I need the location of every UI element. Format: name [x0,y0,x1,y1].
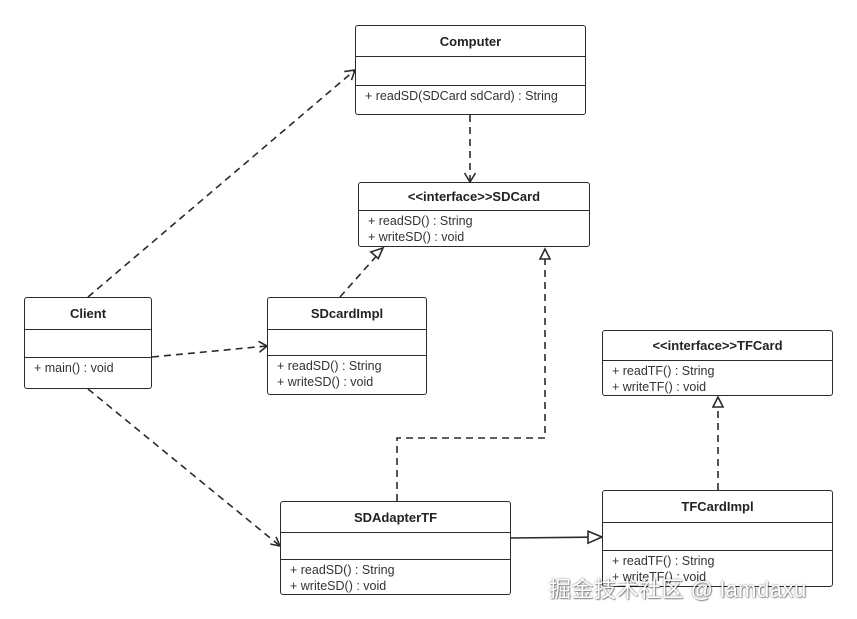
operation: + main() : void [34,361,114,375]
operation: + writeSD() : void [277,374,374,389]
class-sdadaptertf[interactable]: SDAdapterTF + readSD() : String + writeS… [280,501,511,595]
class-name: SDAdapterTF [281,502,510,534]
class-operations: + readSD() : String + writeSD() : void [281,560,510,594]
interface-tfcard[interactable]: <<interface>>TFCard + readTF() : String … [602,330,833,396]
class-name: SDcardImpl [268,298,426,330]
class-operations: + readTF() : String + writeTF() : void [603,361,832,395]
class-name: <<interface>>SDCard [359,183,589,211]
class-operations: + readSD(SDCard sdCard) : String [356,86,585,114]
edge-client-sdadapter [87,388,281,547]
watermark: 掘金技术社区 @ lamdaxu [549,577,807,602]
arrowhead-sdadapter-sdcard [538,247,552,260]
class-operations: + readTF() : String + writeTF() : void [603,551,832,586]
operation: + readSD() : String [368,214,473,228]
class-computer[interactable]: Computer + readSD(SDCard sdCard) : Strin… [355,25,586,115]
operation: + writeTF() : void [612,569,707,584]
class-client[interactable]: Client + main() : void [24,297,152,389]
class-sdcardimpl[interactable]: SDcardImpl + readSD() : String + writeSD… [267,297,427,395]
edge-sdcardimpl-sdcard [339,251,381,298]
operation: + readSD() : String [290,563,395,577]
edge-client-sdcardimpl [151,345,268,358]
edge-sdadapter-tfcardimpl [510,536,589,539]
operation: + writeSD() : void [290,578,387,593]
class-attributes [356,57,585,86]
edge-sdadapter-sdcard [396,257,546,501]
operation: + readSD() : String [277,359,382,373]
class-attributes [603,523,832,551]
arrowhead-sdadapter-tfcardimpl [587,530,605,545]
class-attributes [268,330,426,356]
class-name: Client [25,298,151,330]
class-operations: + readSD() : String + writeSD() : void [268,356,426,394]
edge-client-computer [87,69,356,298]
class-tfcardimpl[interactable]: TFCardImpl + readTF() : String + writeTF… [602,490,833,587]
class-name: Computer [356,26,585,57]
class-name: TFCardImpl [603,491,832,523]
arrowhead-sdcardimpl-sdcard [369,246,385,260]
class-operations: + readSD() : String + writeSD() : void [359,211,589,246]
class-name: <<interface>>TFCard [603,331,832,361]
operation: + readSD(SDCard sdCard) : String [365,89,558,103]
class-operations: + main() : void [25,358,151,388]
operation: + readTF() : String [612,554,715,568]
operation: + writeSD() : void [368,229,465,244]
operation: + writeTF() : void [612,379,707,394]
class-attributes [25,330,151,358]
interface-sdcard[interactable]: <<interface>>SDCard + readSD() : String … [358,182,590,247]
class-attributes [281,533,510,560]
arrowhead-tfcardimpl-tfcard [711,395,725,408]
operation: + readTF() : String [612,364,715,378]
